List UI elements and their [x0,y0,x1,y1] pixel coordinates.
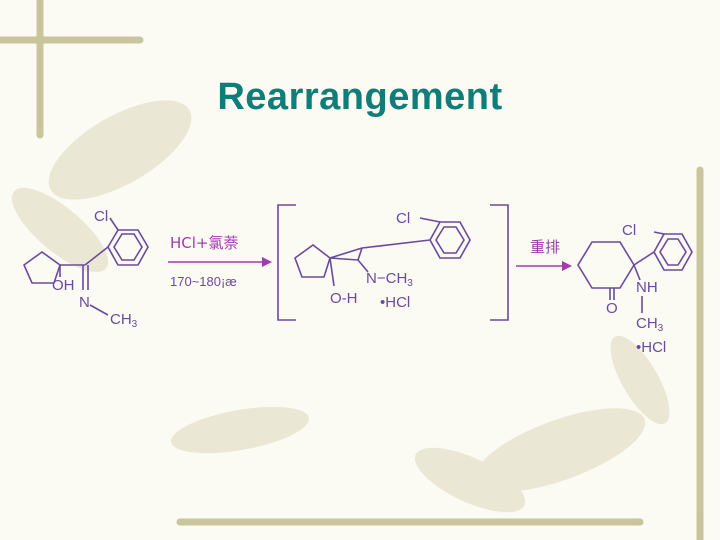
leaf-decoration [170,406,310,454]
bond [109,217,119,231]
cyclopentane-ring [23,251,61,284]
methyl-label: CH3 [110,311,138,330]
slide-title: Rearrangement [217,76,503,118]
leaf-decoration [414,447,526,513]
carbonyl-o-label: O [606,300,618,317]
hcl-salt-label: •HCl [636,339,666,356]
bond [361,239,431,249]
cyclopentane-ring [294,244,331,278]
methyl-label: CH3 [636,315,664,334]
benzene-inner [113,233,143,261]
step2-arrow: 重排 [516,238,572,271]
bond [633,251,655,266]
bond [419,217,441,223]
hydroxyl-label: OH [52,277,75,294]
intermediate-structure: N−CH3 O-H •HCl Cl [277,204,509,321]
hcl-salt-label: •HCl [380,294,410,311]
arrow-head [562,261,572,271]
arrow-head [262,257,272,267]
aziridine-bond [329,247,363,259]
left-bracket [277,204,296,321]
step1-reagent: HCl+氯萘 [170,234,239,252]
benzene-inner [659,238,687,266]
bond [357,259,369,273]
imine-n-label: N [79,294,90,311]
leaf-decoration [48,100,192,200]
step1-conditions: 170~180¡æ [170,274,237,289]
product-structure: O NH CH3 •HCl Cl [577,222,693,356]
leaf-decoration [474,408,646,492]
amine-label: N−CH3 [366,270,413,289]
chloro-label: Cl [622,222,636,239]
leaf-decoration [11,187,109,273]
bond [653,231,665,235]
bond [89,304,109,316]
bond [329,257,359,261]
step2-label: 重排 [530,238,560,256]
reactant-structure: OH N CH3 Cl [23,208,149,330]
right-bracket [490,204,509,321]
bond [84,246,109,266]
bond [329,257,335,287]
leaf-decoration [610,335,670,425]
chloro-label: Cl [94,208,108,225]
bond [633,264,641,281]
chloro-label: Cl [396,210,410,227]
step1-arrow: HCl+氯萘 170~180¡æ [168,234,272,289]
amine-label: NH [636,279,658,296]
cyclohexanone-ring [577,241,635,289]
hydroxyl-label: O-H [330,290,358,307]
benzene-inner [435,226,465,254]
aziridine-bond [357,247,363,261]
